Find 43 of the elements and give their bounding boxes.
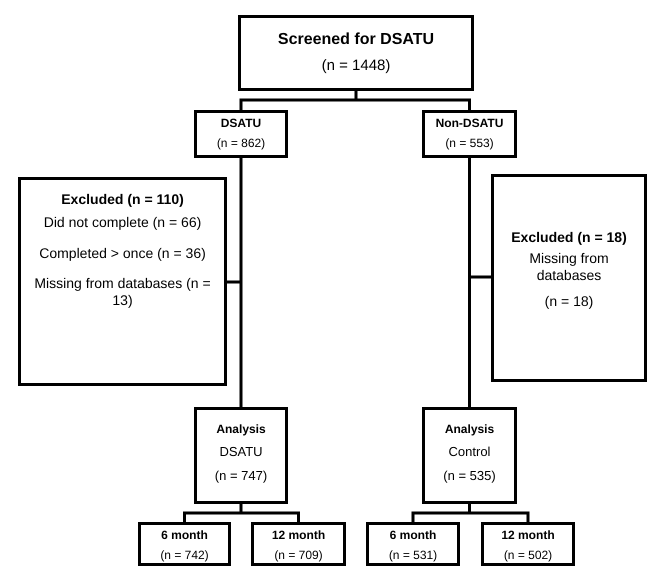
box-text: Missing from databases (n = 13)	[33, 275, 212, 309]
box-heading: Non-DSATU	[436, 116, 504, 130]
box-heading: 12 month	[272, 528, 326, 542]
box-text: Did not complete (n = 66)	[44, 214, 202, 231]
connector-line	[240, 158, 242, 407]
box-text: (n = 531)	[388, 548, 438, 563]
box-heading: Excluded (n = 110)	[61, 191, 184, 208]
box-text: (n = 742)	[160, 548, 209, 563]
connector-line	[468, 158, 471, 407]
process-box	[138, 522, 231, 566]
process-box	[238, 15, 474, 91]
process-box	[18, 177, 227, 386]
box-heading: DSATU	[220, 116, 262, 130]
box-heading: 6 month	[390, 528, 436, 542]
process-box	[491, 174, 647, 382]
process-box	[194, 110, 288, 158]
box-heading: Analysis	[216, 422, 266, 436]
box-heading: Screened for DSATU	[278, 30, 434, 50]
process-box	[366, 522, 460, 566]
connector-line	[468, 504, 530, 522]
process-box	[481, 522, 575, 566]
box-text: DSATU	[219, 444, 263, 460]
box-text: (n = 1448)	[322, 57, 390, 76]
process-box	[422, 110, 517, 158]
box-heading: Excluded (n = 18)	[511, 229, 627, 246]
box-text: Completed > once (n = 36)	[39, 244, 206, 262]
box-text: Control	[448, 444, 490, 460]
box-text: (n = 862)	[216, 136, 266, 151]
box-heading: 6 month	[161, 528, 208, 542]
process-box	[422, 407, 517, 504]
connector-line	[240, 504, 300, 522]
box-text: (n = 502)	[504, 548, 552, 563]
box-heading: Analysis	[444, 422, 494, 436]
box-text: (n = 709)	[274, 548, 323, 563]
box-text: (n = 553)	[445, 136, 494, 151]
box-text: (n = 18)	[544, 293, 594, 310]
box-heading: 12 month	[501, 528, 555, 542]
process-box	[194, 407, 288, 504]
box-text: (n = 747)	[214, 468, 268, 484]
box-text: Missing from databases	[528, 250, 610, 284]
process-box	[251, 522, 346, 566]
box-text: (n = 535)	[443, 468, 496, 484]
connector-line	[354, 91, 471, 110]
